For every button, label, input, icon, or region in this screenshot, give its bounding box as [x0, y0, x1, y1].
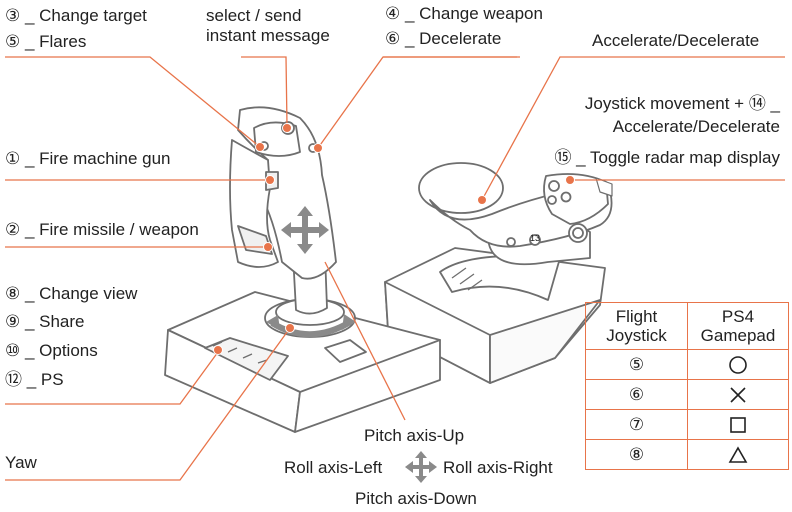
callout-dots [213, 123, 575, 355]
row-joystick-button: ⑥ [585, 379, 688, 410]
label-accel-decel: Accelerate/Decelerate [592, 31, 760, 50]
label-change-view: ⑧ _ Change view [5, 284, 138, 303]
label-yaw: Yaw [5, 453, 37, 472]
label-pitch-up: Pitch axis-Up [364, 426, 465, 445]
table-row: ⑤ [585, 349, 789, 380]
triangle-icon [728, 446, 748, 463]
label-pitch-down: Pitch axis-Down [355, 489, 477, 508]
header-col2-line1: PS4 [721, 307, 755, 326]
label-roll-right: Roll axis-Right [443, 458, 553, 477]
header-col2-line2: Gamepad [700, 326, 776, 345]
label-joystick-movement: Joystick movement + ⑭ _ [584, 94, 780, 113]
header-col1-line2: Joystick [606, 326, 667, 345]
row-gamepad-button [687, 439, 789, 470]
label-ps: ⑫ _ PS [5, 370, 64, 389]
cross-icon [730, 387, 746, 403]
row-gamepad-button [687, 409, 789, 440]
yaw-rotation-arrow [270, 319, 352, 338]
circle-icon [729, 355, 747, 374]
label-options: ⑩ _ Options [5, 341, 98, 360]
button-13-marker: 13 [530, 233, 541, 243]
row-gamepad-button [687, 379, 789, 410]
label-select-send: select / send [206, 6, 302, 25]
table-row: ⑦ [585, 409, 789, 440]
joystick-stick [229, 106, 337, 315]
header-col1-line1: Flight [615, 307, 658, 326]
label-instant-message: instant message [206, 26, 330, 45]
label-flares: ⑤ _ Flares [5, 32, 87, 51]
header-flight-joystick: Flight Joystick [585, 302, 688, 350]
label-change-weapon: ④ _ Change weapon [385, 4, 543, 23]
button-mapping-table: Flight Joystick PS4 Gamepad ⑤ ⑥ ⑦ ⑧ [585, 302, 789, 470]
roll-pitch-legend-arrow-icon [405, 451, 437, 483]
label-roll-left: Roll axis-Left [284, 458, 383, 477]
label-share: ⑨ _ Share [5, 312, 85, 331]
label-decelerate: ⑥ _ Decelerate [385, 29, 502, 48]
row-joystick-button: ⑦ [585, 409, 688, 440]
row-joystick-button: ⑤ [585, 349, 688, 380]
label-toggle-radar: ⑮ _ Toggle radar map display [554, 148, 780, 167]
header-ps4-gamepad: PS4 Gamepad [687, 302, 789, 350]
label-change-target: ③ _ Change target [5, 6, 147, 25]
label-accel-decel-2: Accelerate/Decelerate [612, 117, 780, 136]
pitch-roll-arrow-icon [281, 206, 329, 254]
label-fire-missile: ② _ Fire missile / weapon [5, 220, 199, 239]
label-fire-machine-gun: ① _ Fire machine gun [5, 149, 171, 168]
row-joystick-button: ⑧ [585, 439, 688, 470]
callout-lines [5, 56, 785, 481]
row-gamepad-button [687, 349, 789, 380]
square-icon [730, 416, 746, 433]
table-row: ⑧ [585, 439, 789, 470]
table-header-row: Flight Joystick PS4 Gamepad [585, 302, 789, 350]
table-row: ⑥ [585, 379, 789, 410]
